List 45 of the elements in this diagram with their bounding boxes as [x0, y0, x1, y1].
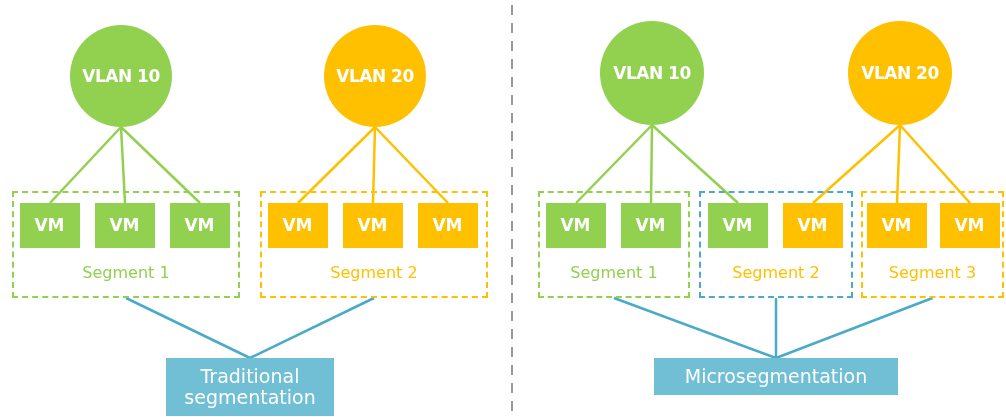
- vm-box: VM: [782, 202, 843, 248]
- connector-line: [651, 124, 739, 204]
- vm-box: VM: [417, 202, 478, 248]
- vm-box: VM: [342, 202, 403, 248]
- segment-label: Segment 1: [82, 263, 170, 282]
- vm-box: VM: [707, 202, 768, 248]
- connector-line: [371, 126, 377, 204]
- vlan-circle: VLAN 20: [324, 25, 426, 127]
- segment-box: [260, 191, 488, 298]
- vm-box: VM: [545, 202, 606, 248]
- segment-label: Segment 3: [888, 263, 977, 282]
- vm-box: VM: [94, 202, 155, 248]
- connector-line: [895, 124, 902, 204]
- vm-box: VM: [19, 202, 80, 248]
- connector-line: [812, 124, 901, 204]
- segment-box: [12, 191, 240, 298]
- vm-box: VM: [939, 202, 1000, 248]
- segmentation-label-box: Microsegmentation: [654, 358, 898, 395]
- segment-box: [538, 191, 690, 298]
- connector-line: [120, 126, 201, 204]
- vlan-circle: VLAN 10: [70, 25, 172, 127]
- segmentation-label-box: Traditional segmentation: [166, 358, 334, 416]
- vm-box: VM: [620, 202, 681, 248]
- connector-line: [774, 298, 778, 358]
- vm-box: VM: [866, 202, 927, 248]
- connector-line: [297, 126, 376, 204]
- connector-line: [575, 124, 653, 204]
- segment-box: [699, 191, 853, 298]
- segment-box: [861, 191, 1004, 298]
- vlan-circle: VLAN 10: [600, 21, 704, 125]
- connector-line: [249, 296, 375, 360]
- connector-line: [899, 124, 971, 204]
- vlan-circle: VLAN 20: [848, 21, 952, 125]
- segment-label: Segment 1: [570, 263, 658, 282]
- connector-line: [125, 296, 251, 360]
- segment-label: Segment 2: [330, 263, 418, 282]
- vm-box: VM: [267, 202, 328, 248]
- connector-line: [649, 125, 654, 203]
- segment-label: Segment 2: [732, 263, 820, 282]
- vm-box: VM: [169, 202, 230, 248]
- connector-line: [613, 296, 777, 360]
- connector-line: [49, 126, 122, 204]
- connector-line: [775, 296, 933, 360]
- connector-line: [119, 126, 127, 204]
- connector-line: [374, 126, 449, 204]
